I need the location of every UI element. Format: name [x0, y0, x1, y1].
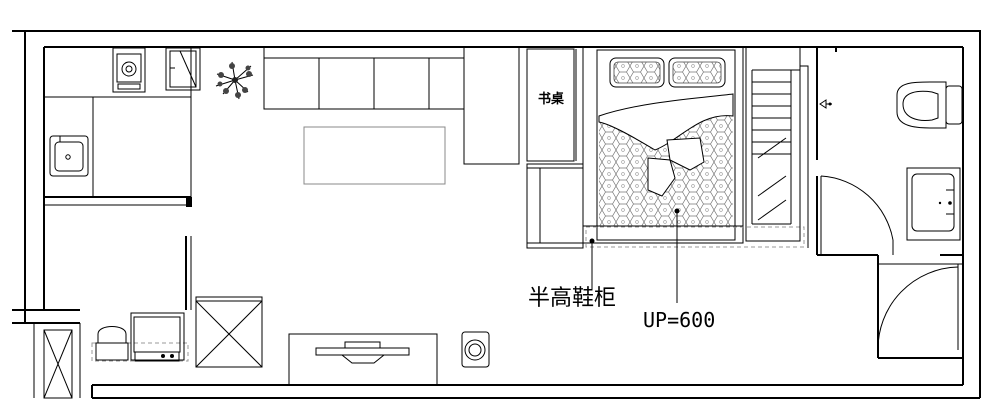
wardrobe	[745, 46, 809, 248]
kitchen-area	[44, 47, 192, 310]
kitchen-sink-icon	[49, 135, 89, 177]
plant-icon	[215, 61, 254, 100]
wall-cabinets	[263, 46, 520, 165]
shoe-cabinet-label: 半高鞋柜	[528, 286, 616, 311]
pillow-left-icon	[609, 57, 665, 88]
shoe-cabinet-outline	[585, 226, 805, 248]
shower-icon	[819, 99, 832, 109]
outer-walls	[12, 30, 981, 399]
bathroom-sink-icon	[906, 167, 961, 241]
fridge-icon	[165, 47, 201, 91]
dining-table	[303, 126, 446, 185]
leader-lines	[589, 208, 680, 303]
pillow-right-icon	[668, 57, 726, 88]
toilet-icon	[896, 81, 963, 129]
trash-bin-icon	[461, 331, 490, 368]
desk-label: 书桌	[538, 91, 565, 107]
steps	[526, 163, 584, 249]
bed-elevation-label: UP=600	[643, 308, 715, 332]
bed	[582, 46, 744, 244]
bathroom-walls	[816, 47, 963, 359]
tv-cabinet	[288, 333, 438, 386]
stove-icon	[112, 47, 146, 93]
desk: 书桌	[526, 48, 577, 162]
appliance-cabinet	[91, 312, 189, 362]
washer-icon	[195, 296, 263, 368]
